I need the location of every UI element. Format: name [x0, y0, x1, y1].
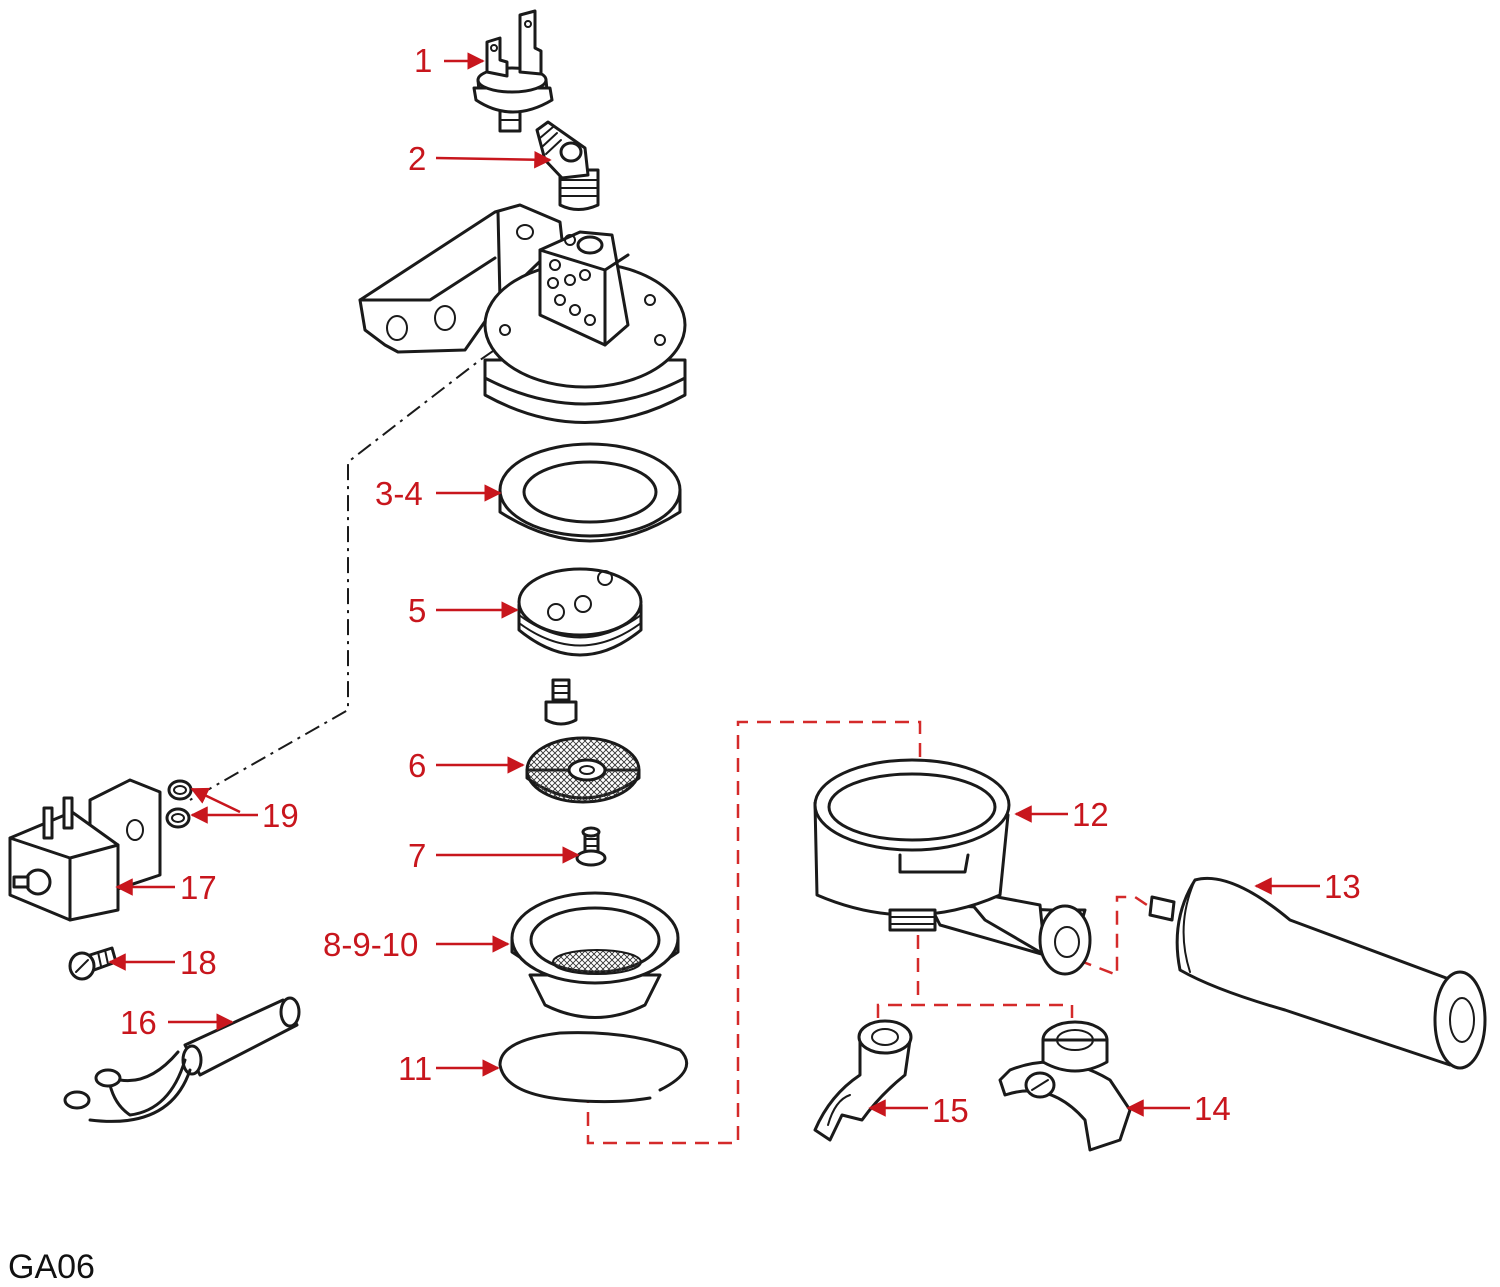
- group-gasket: [498, 442, 682, 543]
- callout-11: 11: [398, 1050, 432, 1087]
- elbow-fitting: [535, 120, 600, 211]
- single-spout: [813, 1019, 913, 1142]
- callout-12: 12: [1072, 796, 1109, 833]
- callout-13: 13: [1324, 868, 1361, 905]
- diagram-code: GA06: [8, 1248, 95, 1286]
- callout-19: 19: [262, 797, 299, 834]
- callout-6: 6: [408, 747, 426, 784]
- shower-holder: [517, 567, 643, 657]
- callout-8-9-10: 8-9-10: [323, 926, 418, 963]
- callout-7: 7: [408, 837, 426, 874]
- solenoid-valve: [8, 778, 162, 922]
- callout-2: 2: [408, 140, 426, 177]
- callout-1: 1: [414, 42, 432, 79]
- double-spout: [998, 1020, 1132, 1152]
- o-rings: [165, 779, 193, 829]
- callout-arrows: [108, 52, 1320, 1117]
- callout-16: 16: [120, 1004, 157, 1041]
- callout-3-4: 3-4: [375, 475, 423, 512]
- callout-18: 18: [180, 944, 217, 981]
- callout-5: 5: [408, 592, 426, 629]
- spring-ring: [498, 1031, 689, 1104]
- shower-screen: [525, 736, 641, 804]
- solenoid-screw: [68, 946, 118, 981]
- handle: [1148, 876, 1487, 1070]
- filter-basket: [510, 891, 680, 1019]
- screen-screw: [575, 826, 607, 867]
- shower-screw: [544, 678, 578, 726]
- heating-probe: [63, 996, 301, 1123]
- assembly-lines: [189, 314, 1148, 1145]
- group-head: [358, 203, 687, 424]
- callout-14: 14: [1194, 1090, 1231, 1127]
- callout-15: 15: [932, 1092, 969, 1129]
- pressure-switch: [472, 9, 554, 133]
- callout-labels: 1 2 3-4 5 6 7 8-9-10 11 12 13 14 15 16 1…: [120, 42, 1361, 1129]
- filter-holder: [813, 758, 1092, 976]
- callout-17: 17: [180, 869, 217, 906]
